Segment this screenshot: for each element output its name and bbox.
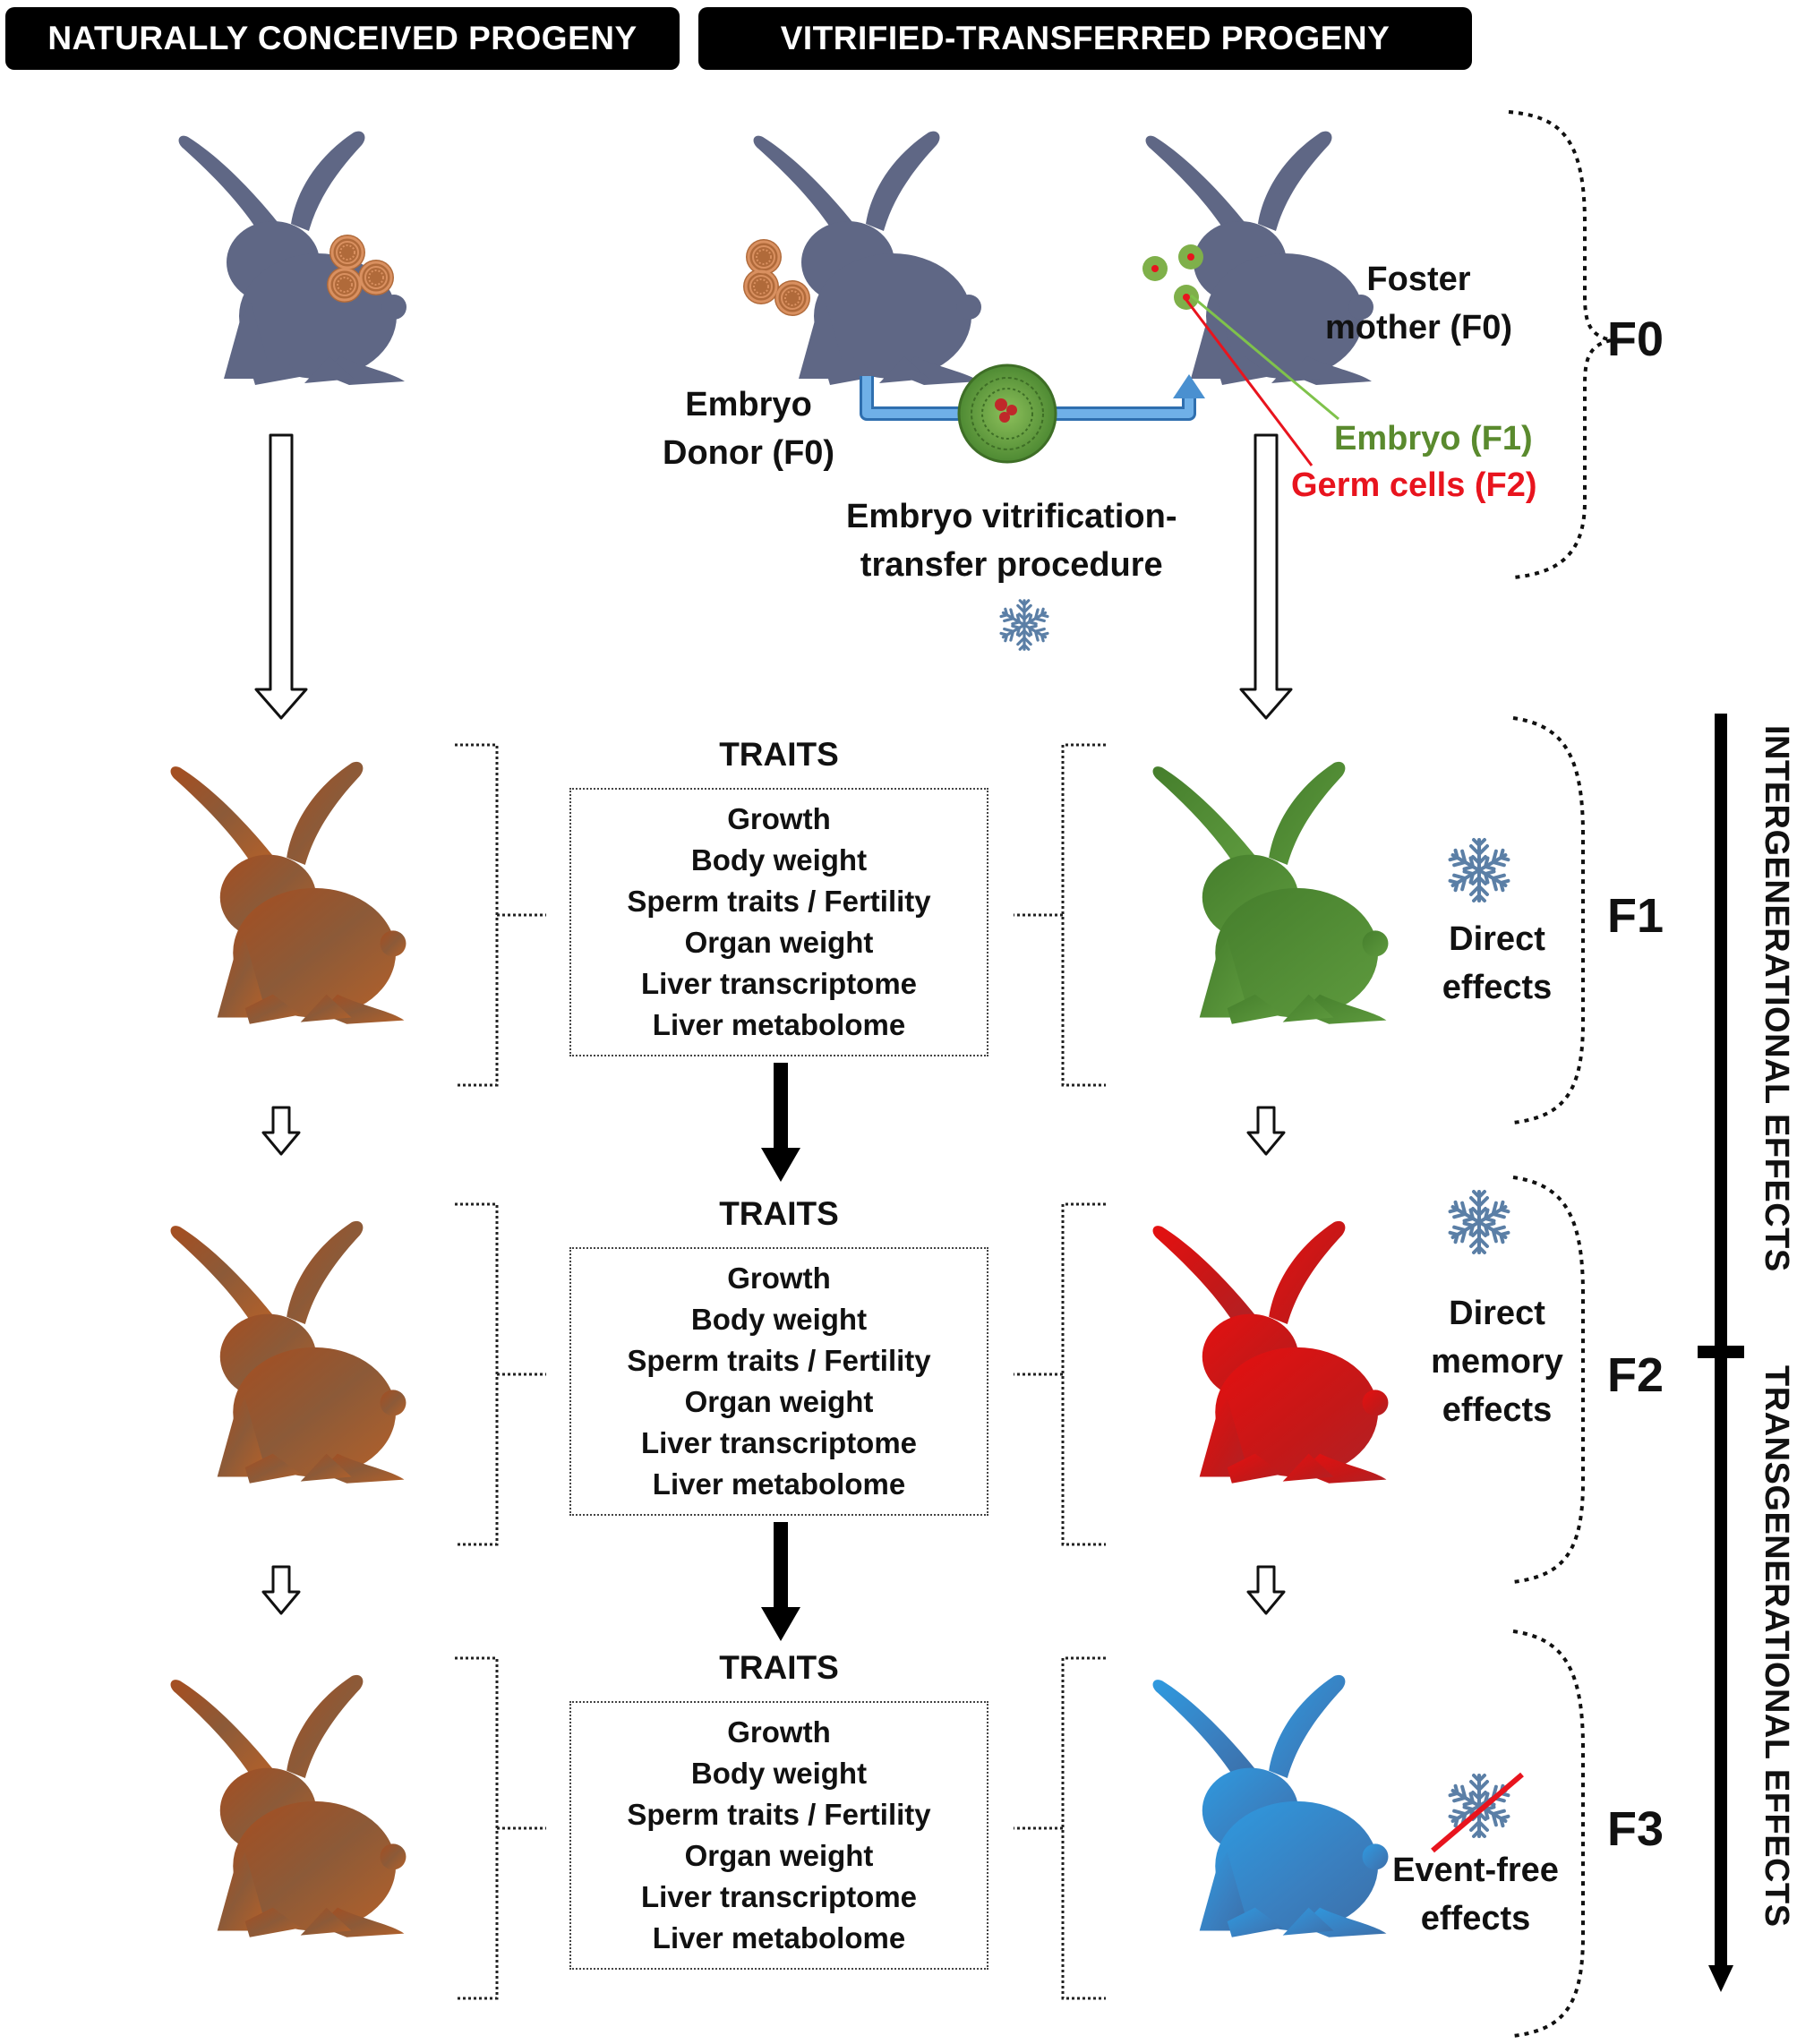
arrow-down-icon-vitrified-f2 (1246, 1565, 1286, 1615)
traits-title-f1: TRAITS (719, 736, 839, 773)
bracket-vitrified-f1 (1014, 743, 1106, 1087)
trait-item: Sperm traits / Fertility (627, 885, 931, 918)
bracket-natural-f3 (455, 1656, 546, 2000)
germ-cells-f2-label: Germ cells (F2) (1291, 466, 1537, 504)
embryos-foster-icon (1142, 244, 1203, 310)
trait-item: Sperm traits / Fertility (627, 1344, 931, 1377)
snowflake-icon-f2 (1449, 1192, 1510, 1253)
rabbit-natural-f2-icon (170, 1220, 406, 1484)
rabbit-natural-f1-icon (170, 761, 406, 1024)
rabbit-natural-f3-icon (170, 1674, 406, 1937)
rabbit-vitrified-f1-icon (1152, 761, 1389, 1024)
trait-item: Body weight (690, 1303, 868, 1336)
trait-item: Growth (727, 802, 831, 835)
rabbit-vitrified-f3-icon (1152, 1674, 1389, 1937)
trait-item: Organ weight (684, 926, 874, 959)
generation-label-f0: F0 (1607, 312, 1664, 366)
procedure-snowflake-icon (1000, 601, 1048, 649)
generation-label-f3: F3 (1607, 1802, 1664, 1856)
arrow-down-icon-natural-f0-f1 (254, 433, 308, 720)
trait-item: Growth (727, 1261, 831, 1295)
generation-label-f2: F2 (1607, 1348, 1664, 1402)
trait-item: Organ weight (684, 1839, 874, 1872)
traits-solid-arrow-f1 (761, 1063, 800, 1182)
generation-label-f1: F1 (1607, 889, 1664, 943)
brace-f1 (1512, 716, 1585, 1125)
procedure-label: Embryo vitrification-transfer procedure (846, 498, 1177, 584)
bracket-vitrified-f3 (1014, 1656, 1106, 2000)
trait-item: Liver metabolome (652, 1467, 906, 1501)
embryo-f1-label: Embryo (F1) (1334, 420, 1533, 458)
timeline-arrowhead (1708, 1965, 1733, 1992)
germ-cell-pointer-line (1185, 299, 1314, 466)
trait-item: Body weight (690, 843, 868, 877)
trait-item: Growth (727, 1715, 831, 1749)
bracket-natural-f1 (455, 743, 546, 1087)
generation-rows (170, 716, 1585, 2038)
brace-f2 (1512, 1176, 1585, 1584)
trait-item: Organ weight (684, 1385, 874, 1418)
traits-title-f2: TRAITS (719, 1195, 839, 1232)
vitrified-embryo-icon (957, 363, 1057, 464)
arrow-down-icon-vitrified-f1 (1246, 1106, 1286, 1156)
bracket-natural-f2 (455, 1202, 546, 1546)
embryos-donor-icon (743, 239, 810, 316)
trait-item: Liver metabolome (652, 1921, 906, 1954)
arrow-down-icon-natural-f1 (261, 1106, 301, 1156)
header-vitrified-transferred: VITRIFIED-TRANSFERRED PROGENY (698, 7, 1472, 70)
intergenerational-label: INTERGENERATIONAL EFFECTS (1758, 725, 1795, 1272)
arrow-down-icon-vitrified-f0-f1 (1239, 433, 1293, 720)
trait-item: Liver transcriptome (640, 967, 918, 1000)
snowflake-icon-f1 (1449, 840, 1510, 901)
arrow-down-icon-natural-f2 (261, 1565, 301, 1615)
transgenerational-label: TRANSGENERATIONAL EFFECTS (1758, 1365, 1795, 1928)
traits-solid-arrow-f2 (761, 1522, 800, 1641)
rabbit-natural-f0-icon (178, 131, 406, 386)
trait-item: Liver transcriptome (640, 1426, 918, 1459)
rabbit-embryo-donor-icon (753, 131, 981, 386)
embryo-pointer-line (1190, 294, 1339, 421)
trait-item: Body weight (690, 1757, 868, 1790)
trait-item: Liver transcriptome (640, 1880, 918, 1913)
rabbit-vitrified-f2-icon (1152, 1220, 1389, 1484)
brace-f3 (1512, 1629, 1585, 2038)
header-naturally-conceived: NATURALLY CONCEIVED PROGENY (5, 7, 680, 70)
traits-title-f3: TRAITS (719, 1649, 839, 1686)
trait-item: Liver metabolome (652, 1008, 906, 1041)
strike-line (1431, 1772, 1524, 1853)
trait-item: Sperm traits / Fertility (627, 1798, 931, 1831)
embryos-natural-f0-icon (327, 235, 394, 303)
bracket-vitrified-f2 (1014, 1202, 1106, 1546)
